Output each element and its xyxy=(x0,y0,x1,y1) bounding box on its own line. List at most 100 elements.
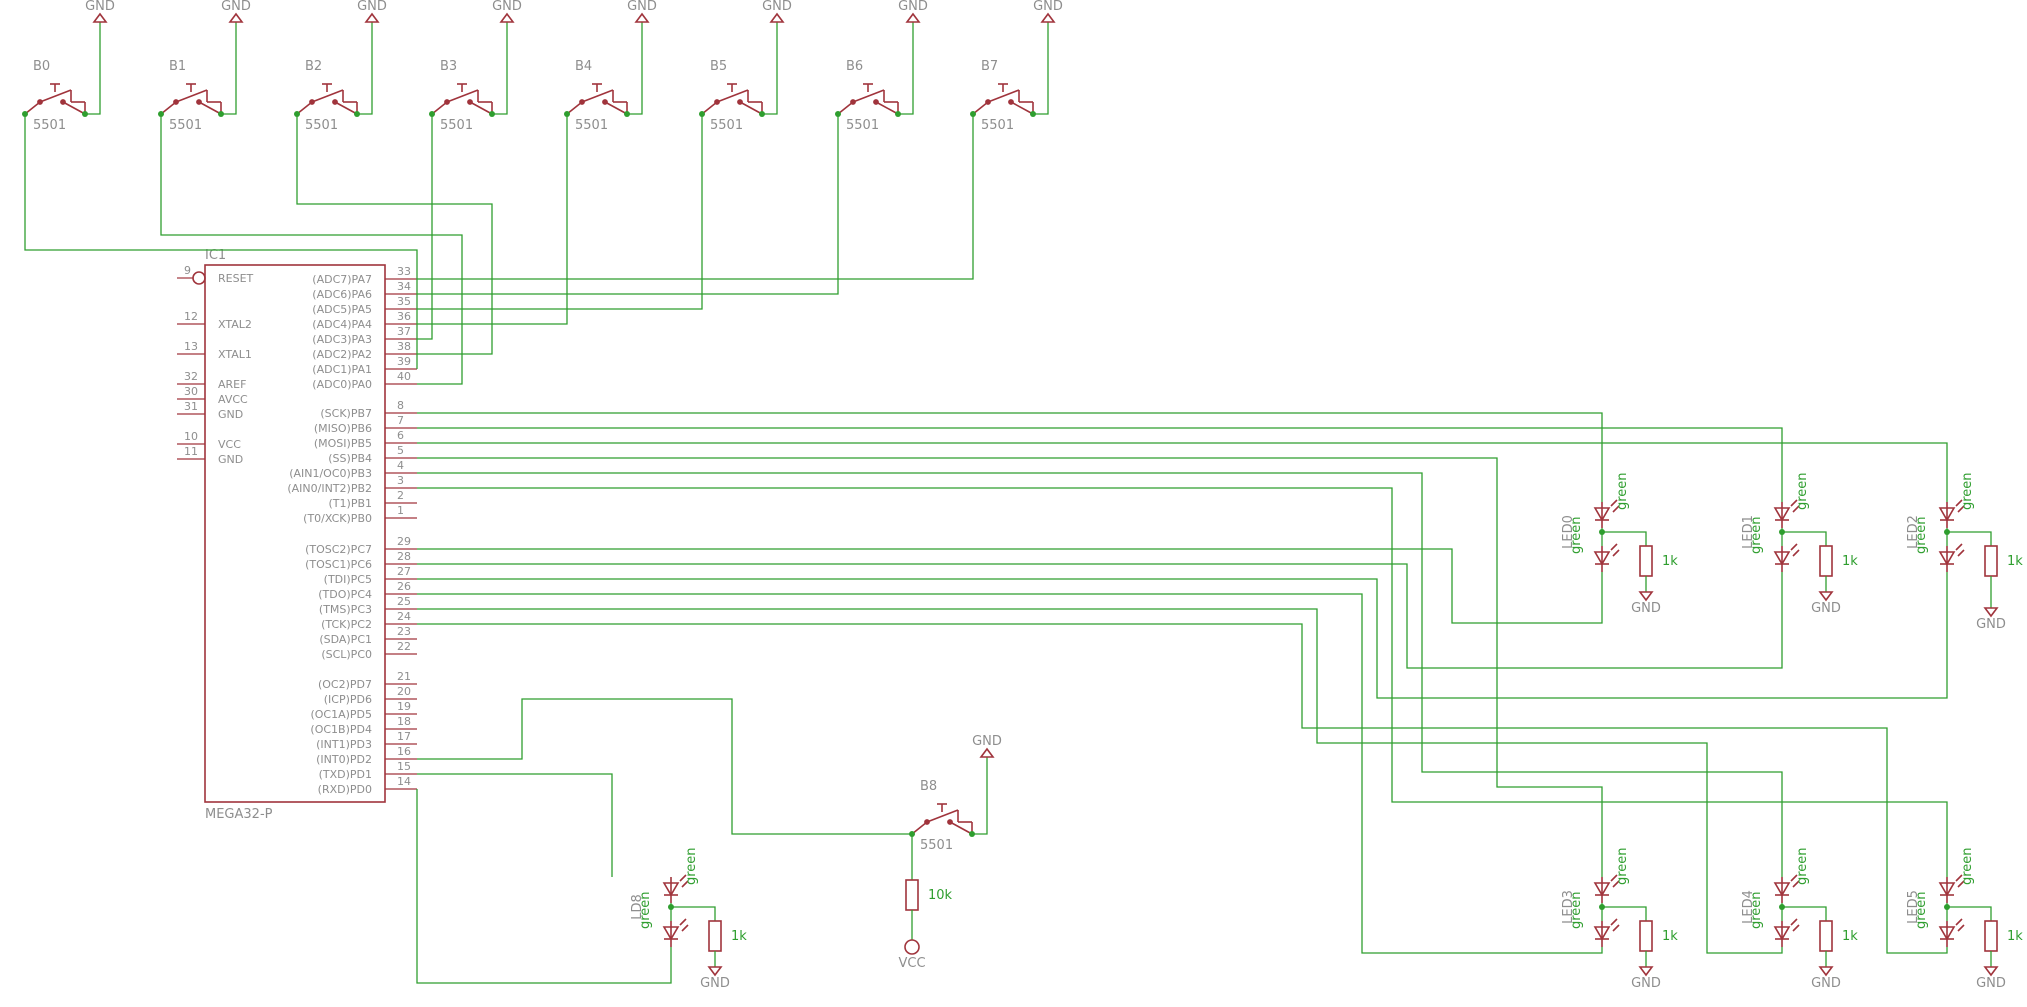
led-diode xyxy=(1773,918,1800,947)
ground-triangle xyxy=(228,12,244,23)
led-color: green xyxy=(1569,516,1584,554)
light-arrow xyxy=(1790,543,1798,551)
button-value: 5501 xyxy=(920,838,953,853)
ground-triangle xyxy=(905,12,921,23)
pin-name: (INT1)PD3 xyxy=(316,738,372,751)
switch-lead xyxy=(701,101,718,115)
pin-number: 35 xyxy=(397,295,411,308)
ground-triangle xyxy=(1638,966,1654,977)
pin-name: (ADC6)PA6 xyxy=(312,288,372,301)
wire xyxy=(1947,906,1992,921)
resistor: 1k xyxy=(1639,920,1678,952)
led-color: green xyxy=(1795,847,1810,885)
switch-lead xyxy=(469,101,493,115)
ground-symbol: GND xyxy=(898,0,928,23)
ground-symbol: GND xyxy=(221,0,251,23)
button-name: B8 xyxy=(920,779,937,794)
pin-name: (OC1B)PD4 xyxy=(310,723,372,736)
pin-number: 17 xyxy=(397,730,411,743)
switch-blade xyxy=(446,89,479,103)
wire xyxy=(296,114,493,355)
pin-name: (ADC7)PA7 xyxy=(312,273,372,286)
pin-number: 6 xyxy=(397,429,404,442)
light-arrow xyxy=(681,880,689,888)
button-value: 5501 xyxy=(169,118,202,133)
switch-blade xyxy=(716,89,749,103)
wires xyxy=(24,114,1948,984)
resistor-value: 10k xyxy=(928,888,953,903)
ground-triangle xyxy=(634,12,650,23)
led-diode xyxy=(1773,543,1800,572)
ic-pin-oc1bpd4: 18(OC1B)PD4 xyxy=(310,715,417,736)
pin-number: 8 xyxy=(397,399,404,412)
pin-number: 3 xyxy=(397,474,404,487)
wire xyxy=(898,22,914,115)
led-diode xyxy=(1593,874,1620,903)
switch-lead xyxy=(431,101,448,115)
junction-dot xyxy=(624,111,630,117)
wire xyxy=(417,427,1783,502)
led-color: green xyxy=(1615,472,1630,510)
switch-blade xyxy=(581,89,614,103)
ground-symbol: GND xyxy=(1631,591,1661,616)
pin-name: GND xyxy=(218,408,243,421)
pin-name: (TOSC1)PC6 xyxy=(305,558,372,571)
pin-name: (SS)PB4 xyxy=(328,452,372,465)
ic-pin-adc5pa5: 35(ADC5)PA5 xyxy=(312,295,417,316)
pin-number: 13 xyxy=(184,340,198,353)
pin-name: (INT0)PD2 xyxy=(316,753,372,766)
ic-ref: IC1 xyxy=(205,248,226,263)
ground-label: GND xyxy=(972,734,1002,749)
light-arrow xyxy=(1792,549,1800,557)
pin-name: (TOSC2)PC7 xyxy=(305,543,372,556)
pin-name: (TCK)PC2 xyxy=(321,618,372,631)
ic-pin-tosc1pc6: 28(TOSC1)PC6 xyxy=(305,550,417,571)
pin-name: (AIN1/OC0)PB3 xyxy=(289,467,372,480)
ground-symbol: GND xyxy=(700,966,730,991)
pin-name: (ADC1)PA1 xyxy=(312,363,372,376)
ic-part: MEGA32-P xyxy=(205,807,273,822)
wire xyxy=(160,114,463,385)
ic-pin-oc1apd5: 19(OC1A)PD5 xyxy=(310,700,417,721)
light-arrow xyxy=(1955,543,1963,551)
ground-symbol: GND xyxy=(972,734,1002,758)
wire xyxy=(221,22,237,115)
junction-dot xyxy=(218,111,224,117)
led-diode xyxy=(1593,543,1620,572)
pin-number: 23 xyxy=(397,625,411,638)
light-arrow xyxy=(1792,880,1800,888)
light-arrow xyxy=(1790,874,1798,882)
ic-pin-sspb4: 5(SS)PB4 xyxy=(328,444,417,465)
ic-pin-txdpd1: 15(TXD)PD1 xyxy=(319,760,417,781)
pin-name: AVCC xyxy=(218,393,248,406)
pin-number: 15 xyxy=(397,760,411,773)
wire xyxy=(417,487,1948,877)
resistor-value: 1k xyxy=(1842,929,1858,944)
ic-pin-adc6pa6: 34(ADC6)PA6 xyxy=(312,280,417,301)
wire xyxy=(357,22,373,115)
switch-lead xyxy=(160,101,177,115)
ground-symbol: GND xyxy=(85,0,115,23)
ground-triangle xyxy=(1638,591,1654,602)
ground-symbol: GND xyxy=(1976,607,2006,632)
resistor-value: 1k xyxy=(2007,929,2023,944)
led-color: green xyxy=(684,847,699,885)
ic-pin-int1pd3: 17 (INT1)PD3 xyxy=(316,730,417,751)
resistor-body xyxy=(1819,545,1833,577)
ground-label: GND xyxy=(357,0,387,14)
ic-pin-t1pb1: 2(T1)PB1 xyxy=(329,489,417,510)
led-diode xyxy=(1938,499,1965,528)
ground-label: GND xyxy=(221,0,251,14)
resistor-value: 1k xyxy=(1662,929,1678,944)
ground-symbol: GND xyxy=(627,0,657,23)
led-color: green xyxy=(1960,847,1975,885)
led-color: green xyxy=(1914,516,1929,554)
light-arrow xyxy=(1957,880,1965,888)
ground-triangle xyxy=(499,12,515,23)
pin-name: (T0/XCK)PB0 xyxy=(303,512,372,525)
